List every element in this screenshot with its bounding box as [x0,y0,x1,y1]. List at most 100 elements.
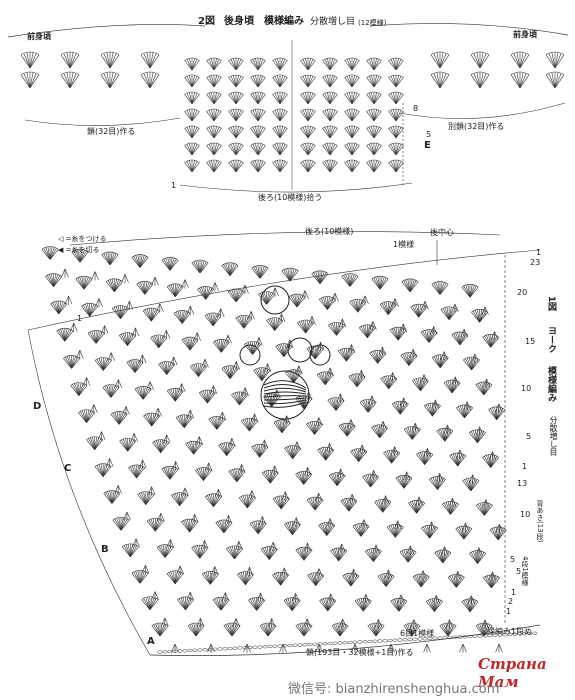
stitch-vfan [201,359,209,369]
yoke-row-1-top: 1 [536,248,542,257]
stitch-vfan [157,512,165,523]
stitch-fan [184,91,200,105]
stitch-fan [41,246,59,260]
stitch-fan [317,446,335,461]
stitch-fan [344,108,360,122]
stitch-fan [250,108,266,122]
stitch-fan [94,463,112,477]
stitch-fan [410,303,428,318]
stitch-fan [362,473,379,488]
top-right-chain-label: 別鎖(32目)作る [448,122,505,131]
stitch-fan [469,550,486,564]
stitch-fan [388,108,404,122]
stitch-fan [349,298,367,313]
stitch-fan [338,422,356,437]
stitch-fan [358,324,376,338]
stitch-fan [316,371,334,385]
stitch-fan [451,331,469,346]
top-right-chain [399,102,566,119]
stitch-fan [366,91,382,105]
stitch-fan [161,465,179,480]
stitch-fan [131,254,149,268]
yoke-left-edge [27,329,151,656]
stitch-fan [390,598,408,612]
yoke-row-1c: 1 [506,607,512,616]
stitch-fan [430,71,450,89]
stitch-fan [300,125,316,139]
stitch-fan [300,142,316,156]
stitch-fan [300,108,316,122]
stitch-fan [447,574,465,588]
stitch-fan [112,516,130,531]
yoke-left-row-mark: 1 [77,314,83,323]
stitch-fan [184,57,200,71]
yoke-vertical-increase: 分散増し目 [549,416,558,456]
yoke-top-edge [27,249,541,331]
top-back-chain [179,182,413,193]
stitch-fan [462,477,480,492]
stitch-fan [212,338,230,353]
stitch-fan [412,573,430,588]
stitch-fan [101,251,119,266]
stitch-fan [166,283,184,298]
stitch-fan [248,597,266,611]
stitch-fan [482,454,500,468]
stitch-fan [388,159,404,173]
stitch-vfan [162,330,171,340]
stitch-fan [142,307,160,322]
stitch-fan [119,437,137,452]
stitch-vfan [61,268,69,278]
stitch-fan [429,476,446,490]
yoke-row-10b: 10 [520,510,531,519]
stitch-fan [184,159,200,173]
stitch-fan [112,305,129,319]
stitch-fan [399,548,417,563]
stitch-fan [471,308,488,323]
stitch-fan [421,524,439,539]
stitch-fan [75,275,93,290]
stitch-fan [258,291,275,305]
stitch-fan [86,436,104,450]
stitch-fan [205,493,222,507]
stitch-vfan [166,539,175,549]
stitch-fan [110,411,128,425]
stitch-fan [475,622,493,637]
stitch-fan [322,142,338,156]
stitch-vfan [423,643,431,653]
stitch-vfan [186,591,194,602]
stitch-vfan [181,279,189,289]
stitch-fan [389,326,407,341]
stitch-fan [545,51,565,69]
stitch-vfan [247,311,255,321]
stitch-fan [306,421,323,435]
stitch-fan [475,502,493,516]
top-left-chain-label: 鎖(32目)作る [87,127,136,136]
stitch-fan [45,273,62,287]
stitch-fan [250,57,266,71]
stitch-fan [181,518,199,533]
stitch-fan [272,571,290,586]
stitch-fan [344,142,360,156]
stitch-fan [461,284,479,298]
stitch-vfan [271,287,279,297]
stitch-fan [227,288,245,303]
stitch-fan [403,622,421,637]
stitch-vfan [495,643,503,653]
stitch-vfan [169,356,178,366]
stitch-vfan [125,300,134,311]
stitch-fan [470,51,490,69]
yoke-armhole-note: 背あき(13段) [536,500,544,543]
stitch-vfan [122,406,130,416]
stitch-vfan [232,361,241,371]
stitch-fan [272,91,288,105]
stitch-fan [352,523,370,537]
stitch-fan [140,71,160,89]
stitch-fan [388,57,404,71]
stitch-fan [281,267,299,282]
stitch-fan [300,74,316,88]
stitch-fan [60,51,80,69]
stitch-fan [199,389,216,404]
yoke-vertical-title: ヨーク [546,326,556,353]
